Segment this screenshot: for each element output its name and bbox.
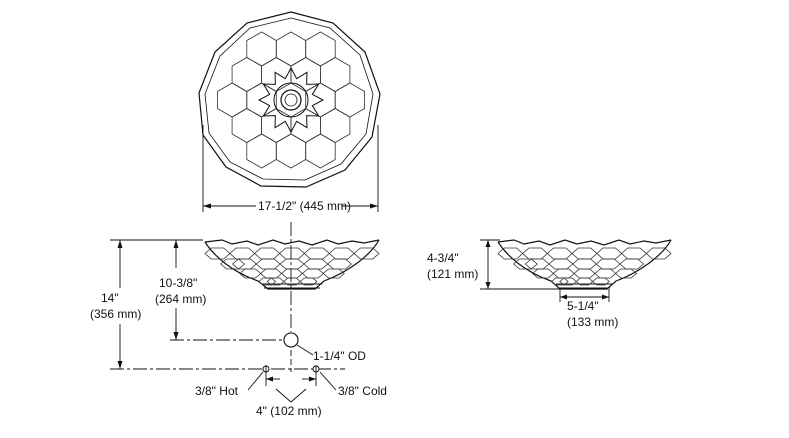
facet-cell (255, 258, 281, 270)
facet-cell (497, 247, 524, 260)
drain-height-mm-label: (264 mm) (155, 292, 207, 306)
hot-supply-label: 3/8" Hot (195, 384, 238, 398)
bowl-height-mm-label: (121 mm) (427, 267, 479, 281)
drain-od-label: 1-1/4" OD (313, 349, 366, 363)
bowl-height-in-label: 4-3/4" (427, 251, 459, 265)
facet-cell (266, 277, 285, 286)
facet-cell (280, 268, 304, 279)
overall-height-dimension (110, 239, 203, 369)
top-width-dimension (202, 125, 379, 212)
drain-rosette (257, 66, 325, 134)
facet-cell (573, 268, 596, 279)
facet-cell (229, 247, 256, 260)
supply-spacing-label: 4" (102 mm) (256, 404, 322, 418)
facet-cell (278, 247, 306, 260)
overall-height-mm-label: (356 mm) (90, 307, 142, 321)
facet-cell (231, 108, 263, 143)
side-bowl-outline (497, 239, 672, 290)
facet-cell (571, 247, 598, 260)
base-width-in-label: 5-1/4" (567, 299, 599, 313)
top-width-label: 17-1/2" (445 mm) (258, 199, 351, 213)
facet-cell (559, 277, 577, 286)
front-elevation (204, 239, 380, 290)
front-rim (204, 239, 380, 246)
facet-cell (334, 82, 366, 118)
facet-cell (594, 268, 617, 279)
facet-cell (204, 247, 231, 260)
top-view-inner-rim (204, 17, 374, 181)
facet-cell (322, 268, 345, 279)
facet-cell (546, 247, 573, 260)
base-width-dimension (559, 289, 610, 302)
facet-cell (305, 133, 336, 169)
hex-facet-pattern (216, 31, 366, 169)
drain-height-in-label: 10-3/8" (159, 276, 198, 290)
facet-cell (303, 258, 329, 270)
facet-cell (596, 247, 623, 260)
facet-cell (299, 277, 318, 286)
facet-cell (301, 268, 324, 279)
facet-cell (260, 268, 283, 279)
facet-cell (231, 57, 263, 92)
facet-cell (353, 247, 380, 260)
cold-supply-label: 3/8" Cold (338, 384, 387, 398)
facet-cell (246, 82, 277, 118)
supply-leaders (247, 365, 337, 403)
facet-cell (619, 258, 645, 270)
facet-cell (303, 247, 330, 260)
facet-cell (239, 268, 262, 279)
facet-cell (279, 258, 305, 270)
overall-height-in-label: 14" (101, 291, 119, 305)
drain-height-dimension (173, 240, 179, 340)
side-elevation (497, 239, 672, 290)
facet-cell (328, 247, 355, 260)
facet-cell (275, 31, 307, 67)
centerlines (110, 222, 345, 372)
facet-cell (275, 133, 307, 169)
facet-cell (645, 247, 672, 260)
facet-cell (305, 82, 336, 118)
facet-cell (552, 268, 575, 279)
facet-cell (548, 258, 574, 270)
front-bowl-outline (204, 239, 380, 290)
facet-cell (283, 277, 301, 286)
facet-cell (620, 247, 647, 260)
facet-cell (290, 108, 321, 143)
facet-cell (261, 57, 292, 92)
top-view-outline (198, 11, 381, 188)
side-rim (497, 239, 672, 246)
facet-cell (595, 258, 621, 270)
base-width-mm-label: (133 mm) (567, 315, 619, 329)
facet-cell (531, 268, 555, 279)
drain-outlet-circle (283, 332, 299, 348)
front-facet-pattern (204, 247, 380, 286)
facet-cell (216, 82, 248, 118)
facet-cell (592, 277, 610, 286)
facet-cell (614, 268, 638, 279)
facet-cell (290, 57, 321, 92)
drain-od-leader (296, 344, 314, 356)
top-drain-ring (273, 82, 309, 118)
facet-cell (327, 258, 353, 270)
facet-cell (246, 31, 277, 67)
facet-cell (572, 258, 597, 270)
top-view (198, 11, 381, 188)
facet-cell (319, 57, 351, 92)
facet-cell (261, 108, 292, 143)
facet-cell (575, 277, 594, 286)
side-facet-pattern (497, 247, 672, 286)
facet-cell (254, 247, 281, 260)
bowl-height-dimension (480, 239, 560, 290)
facet-cell (319, 108, 351, 143)
facet-cell (246, 133, 277, 169)
top-drain-inner (284, 93, 298, 107)
facet-cell (522, 247, 548, 260)
facet-cell (305, 31, 336, 67)
supply-arrows (266, 376, 316, 382)
top-drain-hole (280, 89, 302, 111)
